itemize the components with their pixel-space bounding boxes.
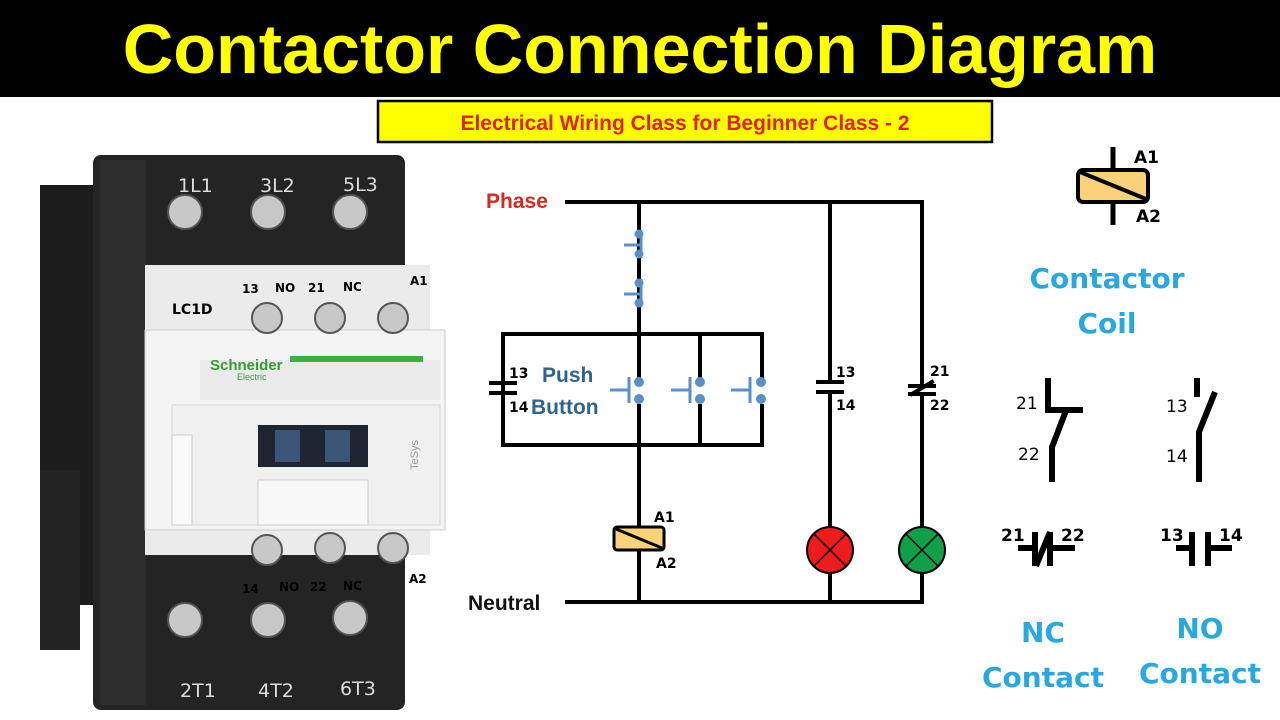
no-terminal-label: 13 [1166, 397, 1188, 417]
contact-label: 14 [509, 400, 529, 416]
page-title: Contactor Connection Diagram [123, 10, 1158, 88]
contactor-photo: Schneider Electric TeSys LC1D 1L1 3L2 5L… [40, 155, 446, 710]
phase-label: Phase [486, 190, 548, 213]
title-bar [0, 0, 1280, 97]
contact-label: 13 [836, 365, 855, 381]
push-button-label: Button [531, 396, 599, 419]
terminal-label: 2T1 [180, 680, 216, 702]
nc-terminal-label: 21 [1001, 526, 1025, 546]
contact-label: 13 [509, 366, 528, 382]
no-caption: Contact [1139, 657, 1261, 690]
start-button-symbols [610, 377, 769, 404]
nc-caption: NC [1021, 616, 1065, 649]
contact-label: 14 [836, 398, 856, 414]
aux-label: NO [279, 580, 299, 594]
terminal-label: 4T2 [258, 680, 294, 702]
terminal-label: 1L1 [178, 175, 213, 197]
no-terminal-label: 14 [1219, 526, 1243, 546]
green-lamp-icon [898, 526, 946, 574]
aux-label: NC [343, 579, 362, 593]
legend-no-vertical-symbol [1194, 378, 1218, 482]
series-label: TeSys [409, 440, 421, 470]
nc-terminal-label: 22 [1018, 445, 1040, 465]
push-button-label: Push [542, 364, 593, 387]
coil-label: A1 [654, 510, 675, 526]
nc-contact-symbol [908, 379, 936, 397]
coil-caption: Coil [1078, 307, 1137, 340]
contact-label: 21 [930, 364, 949, 380]
aux-label: NO [275, 281, 295, 295]
aux-label: 13 [242, 282, 259, 296]
brand-bar [290, 356, 423, 362]
screw-terminals [167, 194, 409, 638]
coil-terminal-label: A1 [1134, 148, 1159, 168]
no-terminal-label: 14 [1166, 447, 1188, 467]
stop-button-symbols [624, 229, 644, 308]
brand-logo: Schneider [210, 357, 283, 374]
legend-nc-vertical-symbol [1045, 378, 1083, 482]
control-circuit: Phase Neutral Push Button 13 14 13 14 21… [468, 190, 949, 615]
legend-nc-horizontal-symbol [1018, 530, 1075, 568]
symbol-legend: A1 A2 Contactor Coil 21 22 13 14 21 22 1… [982, 147, 1261, 694]
aux-label: A2 [409, 572, 427, 586]
subtitle: Electrical Wiring Class for Beginner Cla… [460, 112, 909, 135]
aux-label: NC [343, 280, 362, 294]
contact-label: 22 [930, 398, 949, 414]
coil-caption: Contactor [1029, 262, 1184, 295]
brand-sub: Electric [237, 372, 267, 382]
coil-diagonal [615, 527, 663, 550]
coil-terminal-label: A2 [1136, 207, 1161, 227]
no-contact-symbol [816, 380, 844, 394]
neutral-label: Neutral [468, 592, 540, 615]
red-lamp-icon [806, 526, 854, 574]
aux-label: 21 [308, 281, 325, 295]
no-terminal-label: 13 [1160, 526, 1184, 546]
terminal-label: 3L2 [260, 175, 295, 197]
nc-terminal-label: 21 [1016, 394, 1038, 414]
aux-label: 14 [242, 582, 259, 596]
no-caption: NO [1176, 612, 1223, 645]
wires-main [565, 200, 924, 604]
coil-label: A2 [656, 556, 677, 572]
holding-contact-symbol [489, 381, 517, 395]
subtitle-box [376, 99, 994, 144]
aux-label: 22 [310, 580, 327, 594]
legend-no-horizontal-symbol [1176, 532, 1232, 566]
model-label: LC1D [172, 302, 213, 318]
nc-caption: Contact [982, 661, 1104, 694]
nc-terminal-label: 22 [1061, 526, 1085, 546]
terminal-label: 5L3 [343, 174, 378, 196]
aux-label: A1 [410, 274, 428, 288]
terminal-label: 6T3 [340, 678, 376, 700]
